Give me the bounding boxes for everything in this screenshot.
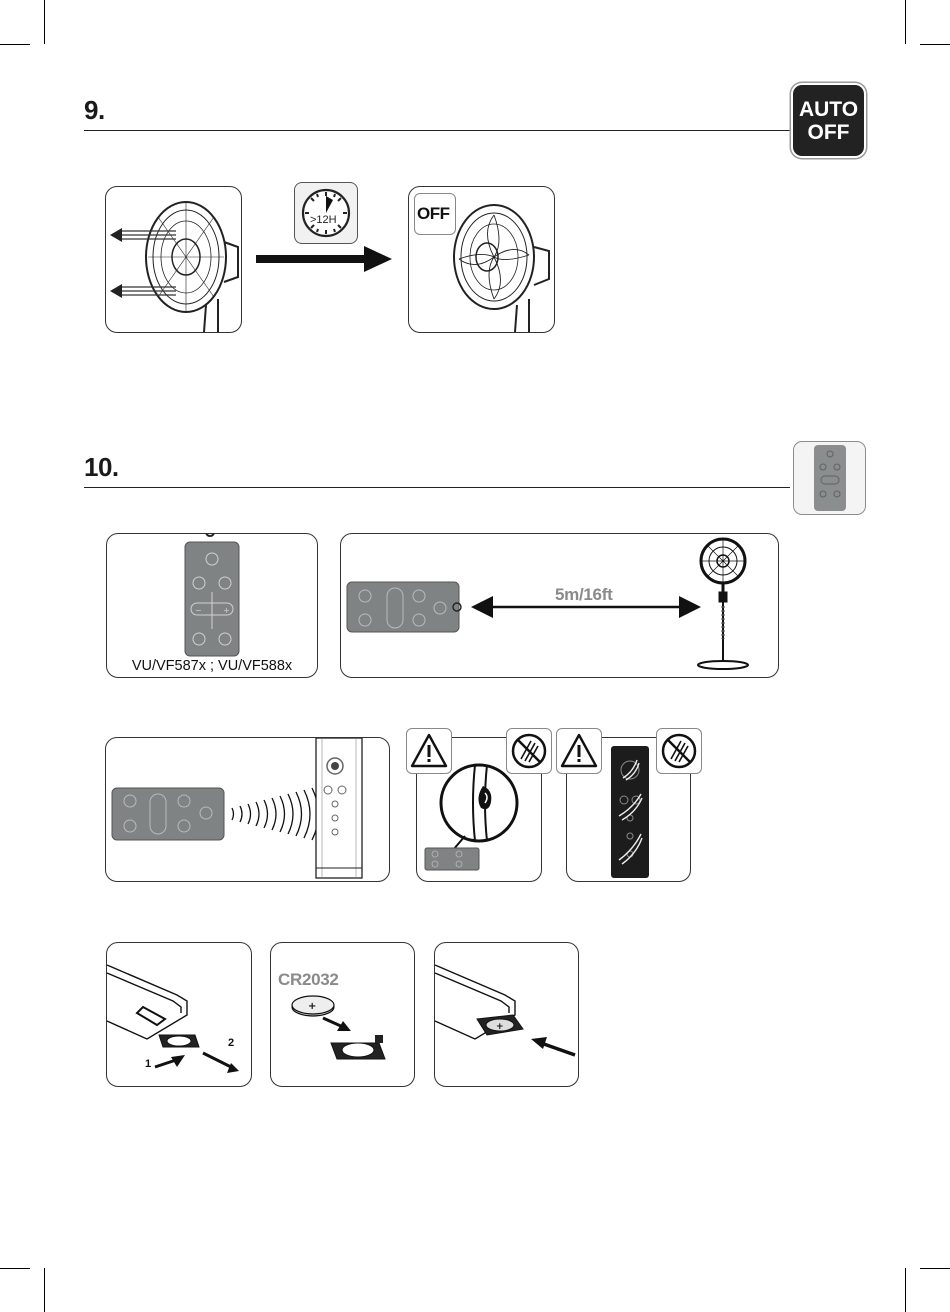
- crop-mark: [44, 0, 45, 44]
- svg-text:+: +: [496, 1022, 504, 1032]
- crop-mark: [0, 44, 30, 45]
- battery-coin-icon: +: [271, 943, 414, 1086]
- remote-badge: [793, 441, 866, 515]
- crop-mark: [905, 0, 906, 44]
- battery-tray-close-illustration: +: [435, 943, 578, 1086]
- svg-text:+: +: [308, 1001, 316, 1012]
- auto-off-badge-line1: AUTO: [793, 98, 864, 121]
- remote-signal-panel: [105, 737, 390, 882]
- battery-tray-open-illustration: [107, 943, 251, 1086]
- timer-label: >12H: [310, 214, 337, 226]
- battery-close-panel: +: [434, 942, 579, 1087]
- remote-model-panel: −+ VU/VF587x ; VU/VF588x: [106, 533, 318, 678]
- fan-running-panel: [105, 186, 242, 333]
- fan-off-panel: OFF: [408, 186, 555, 333]
- crop-mark: [44, 1268, 45, 1312]
- timer-dial-icon: [295, 183, 357, 243]
- no-scratch-icon: [507, 729, 551, 773]
- auto-off-badge: AUTO OFF: [793, 85, 864, 156]
- battery-label: CR2032: [278, 970, 339, 990]
- remote-range-illustration: [341, 534, 778, 677]
- no-scratch-box: [656, 728, 702, 774]
- step-2-label: 2: [228, 1037, 234, 1049]
- battery-open-panel: 1 2: [106, 942, 252, 1087]
- crop-mark: [905, 1268, 906, 1312]
- warning-box: [556, 728, 602, 774]
- section-10-number: 10.: [84, 452, 119, 483]
- warning-triangle-icon: [407, 729, 451, 773]
- auto-off-badge-line2: OFF: [793, 121, 864, 144]
- warning-triangle-icon: [557, 729, 601, 773]
- svg-text:+: +: [223, 606, 230, 615]
- arrow-right-icon: [256, 246, 392, 272]
- warning-box: [406, 728, 452, 774]
- section-9-rule: [84, 130, 790, 131]
- no-scratch-box: [506, 728, 552, 774]
- remote-front-illustration: −+: [107, 534, 317, 664]
- section-10-rule: [84, 487, 790, 488]
- no-scratch-icon: [657, 729, 701, 773]
- remote-range-panel: 5m/16ft: [340, 533, 779, 678]
- crop-mark: [920, 1268, 950, 1269]
- remote-badge-icon: [794, 442, 865, 514]
- crop-mark: [920, 44, 950, 45]
- step-1-label: 1: [145, 1058, 151, 1070]
- fan-running-illustration: [106, 187, 241, 332]
- off-label: OFF: [417, 204, 450, 224]
- remote-signal-illustration: [106, 738, 389, 881]
- model-caption: VU/VF587x ; VU/VF588x: [107, 658, 317, 674]
- svg-text:−: −: [195, 606, 202, 615]
- crop-mark: [0, 1268, 30, 1269]
- timer-box: >12H: [294, 182, 358, 244]
- distance-label: 5m/16ft: [555, 585, 612, 605]
- section-9-number: 9.: [84, 95, 105, 126]
- battery-insert-panel: CR2032 +: [270, 942, 415, 1087]
